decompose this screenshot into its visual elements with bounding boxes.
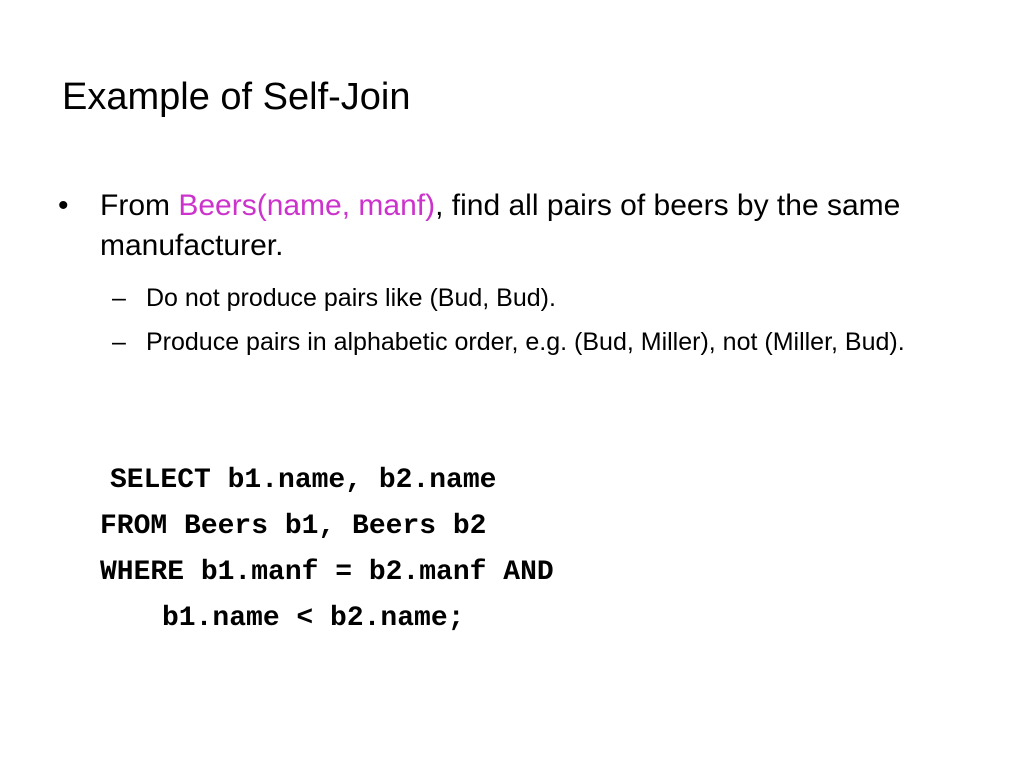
code-line-select: SELECT b1.name, b2.name xyxy=(110,465,497,496)
code-line-condition: b1.name < b2.name; xyxy=(162,603,465,634)
bullet-text: From Beers(name, manf), find all pairs o… xyxy=(100,186,930,266)
slide-title: Example of Self-Join xyxy=(62,76,411,118)
sub-bullet-text: Do not produce pairs like (Bud, Bud). xyxy=(146,284,556,312)
schema-highlight: Beers(name, manf) xyxy=(178,189,436,222)
bullet-marker: • xyxy=(58,189,69,222)
code-line-from: FROM Beers b1, Beers b2 xyxy=(100,511,487,542)
code-line-where: WHERE b1.manf = b2.manf AND xyxy=(100,557,554,588)
bullet-suffix: , find all pairs of beers by the same ma… xyxy=(100,189,901,262)
bullet-prefix: From xyxy=(100,189,179,222)
sub-bullet-marker: – xyxy=(112,284,126,312)
sub-bullet-text: Produce pairs in alphabetic order, e.g. … xyxy=(146,328,905,356)
sub-bullet-marker: – xyxy=(112,328,126,356)
